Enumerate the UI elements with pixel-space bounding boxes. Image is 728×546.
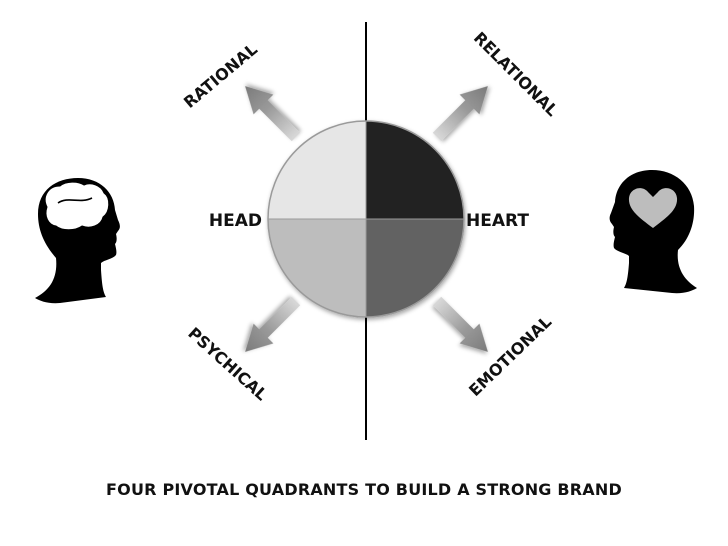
head-with-heart-icon: [609, 170, 697, 294]
label-rational: RATIONAL: [180, 40, 261, 112]
label-heart: HEART: [466, 211, 529, 231]
label-relational: RELATIONAL: [470, 28, 562, 120]
quadrant-circle: [267, 120, 465, 318]
head-with-brain-icon: [35, 178, 120, 304]
quadrant-rational: [268, 121, 366, 219]
arrow-relational: [432, 86, 488, 142]
quadrant-relational: [366, 121, 464, 219]
quadrant-emotional: [366, 219, 464, 317]
arrow-psychical: [245, 296, 301, 352]
quadrant-psychical: [268, 219, 366, 317]
label-head: HEAD: [209, 211, 262, 231]
caption: FOUR PIVOTAL QUADRANTS TO BUILD A STRONG…: [106, 480, 622, 499]
arrow-rational: [245, 86, 301, 142]
arrow-emotional: [432, 296, 488, 352]
